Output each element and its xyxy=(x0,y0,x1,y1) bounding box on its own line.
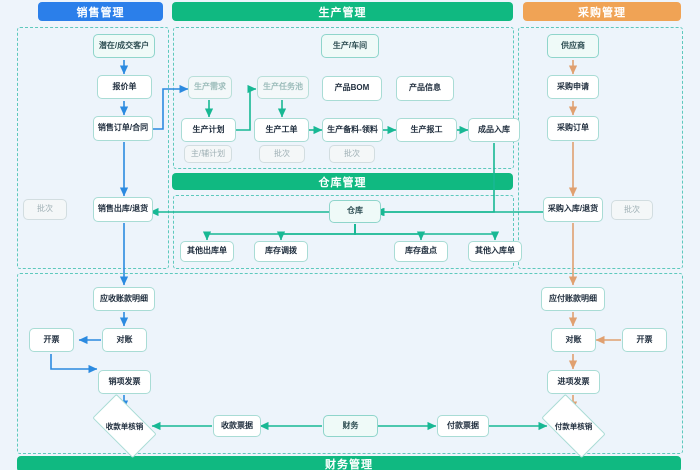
node-payment-writeoff[interactable]: 付款单核销 xyxy=(541,393,606,459)
zone-sales xyxy=(17,27,169,269)
node-ap-detail[interactable]: 应付账款明细 xyxy=(541,287,605,311)
node-receipt-document[interactable]: 收款票据 xyxy=(213,415,261,437)
header-sales-management: 销售管理 xyxy=(38,2,163,21)
tag-material-batch: 批次 xyxy=(329,145,375,163)
node-production-report[interactable]: 生产报工 xyxy=(396,118,457,142)
node-production-demand[interactable]: 生产需求 xyxy=(188,76,232,99)
node-production-work-order[interactable]: 生产工单 xyxy=(254,118,309,142)
node-production-task-pool[interactable]: 生产任务池 xyxy=(257,76,309,99)
node-warehouse-hub[interactable]: 仓库 xyxy=(329,200,381,223)
node-potential-customer[interactable]: 潜在/成交客户 xyxy=(93,34,155,58)
header-warehouse-management: 仓库管理 xyxy=(172,173,513,190)
node-product-bom[interactable]: 产品BOM xyxy=(322,76,382,101)
node-sales-invoice[interactable]: 销项发票 xyxy=(98,370,151,394)
tag-purchase-batch: 批次 xyxy=(611,200,653,220)
tag-sales-batch: 批次 xyxy=(23,199,67,220)
node-inventory-stocktake[interactable]: 库存盘点 xyxy=(394,241,448,262)
receipt-writeoff-label: 收款单核销 xyxy=(105,421,144,431)
node-finished-goods-inbound[interactable]: 成品入库 xyxy=(468,118,520,142)
header-procurement-management: 采购管理 xyxy=(523,2,681,21)
node-sales-outbound[interactable]: 销售出库/退货 xyxy=(93,197,153,222)
node-purchase-inbound[interactable]: 采购入库/退货 xyxy=(543,197,603,222)
node-other-inbound-order[interactable]: 其他入库单 xyxy=(468,241,522,262)
node-ap-issue-invoice[interactable]: 开票 xyxy=(622,328,667,352)
node-inventory-transfer[interactable]: 库存调拨 xyxy=(254,241,308,262)
tag-work-order-batch: 批次 xyxy=(259,145,305,163)
node-ap-reconciliation[interactable]: 对账 xyxy=(551,328,596,352)
node-ar-issue-invoice[interactable]: 开票 xyxy=(29,328,74,352)
node-material-preparation[interactable]: 生产备料-领料 xyxy=(322,118,383,142)
node-finance-hub[interactable]: 财务 xyxy=(323,415,378,437)
header-finance-management: 财务管理 xyxy=(17,456,681,470)
header-production-management: 生产管理 xyxy=(172,2,513,21)
node-other-outbound-order[interactable]: 其他出库单 xyxy=(180,241,234,262)
node-product-info[interactable]: 产品信息 xyxy=(396,76,454,101)
zone-procurement xyxy=(518,27,683,269)
node-purchase-requisition[interactable]: 采购申请 xyxy=(547,75,599,99)
node-payment-document[interactable]: 付款票据 xyxy=(437,415,489,437)
tag-main-aux-plan: 主/辅计划 xyxy=(184,145,232,163)
node-purchase-order[interactable]: 采购订单 xyxy=(547,116,599,141)
node-production-plan[interactable]: 生产计划 xyxy=(181,118,236,142)
node-purchase-invoice[interactable]: 进项发票 xyxy=(547,370,600,394)
node-sales-order[interactable]: 销售订单/合同 xyxy=(93,116,153,141)
payment-writeoff-label: 付款单核销 xyxy=(554,421,593,431)
node-receipt-writeoff[interactable]: 收款单核销 xyxy=(92,393,157,459)
node-supplier[interactable]: 供应商 xyxy=(547,34,599,58)
node-production-workshop[interactable]: 生产/车间 xyxy=(321,34,379,58)
node-quotation[interactable]: 报价单 xyxy=(97,75,152,99)
node-ar-detail[interactable]: 应收账款明细 xyxy=(93,287,155,311)
node-ar-reconciliation[interactable]: 对账 xyxy=(102,328,147,352)
